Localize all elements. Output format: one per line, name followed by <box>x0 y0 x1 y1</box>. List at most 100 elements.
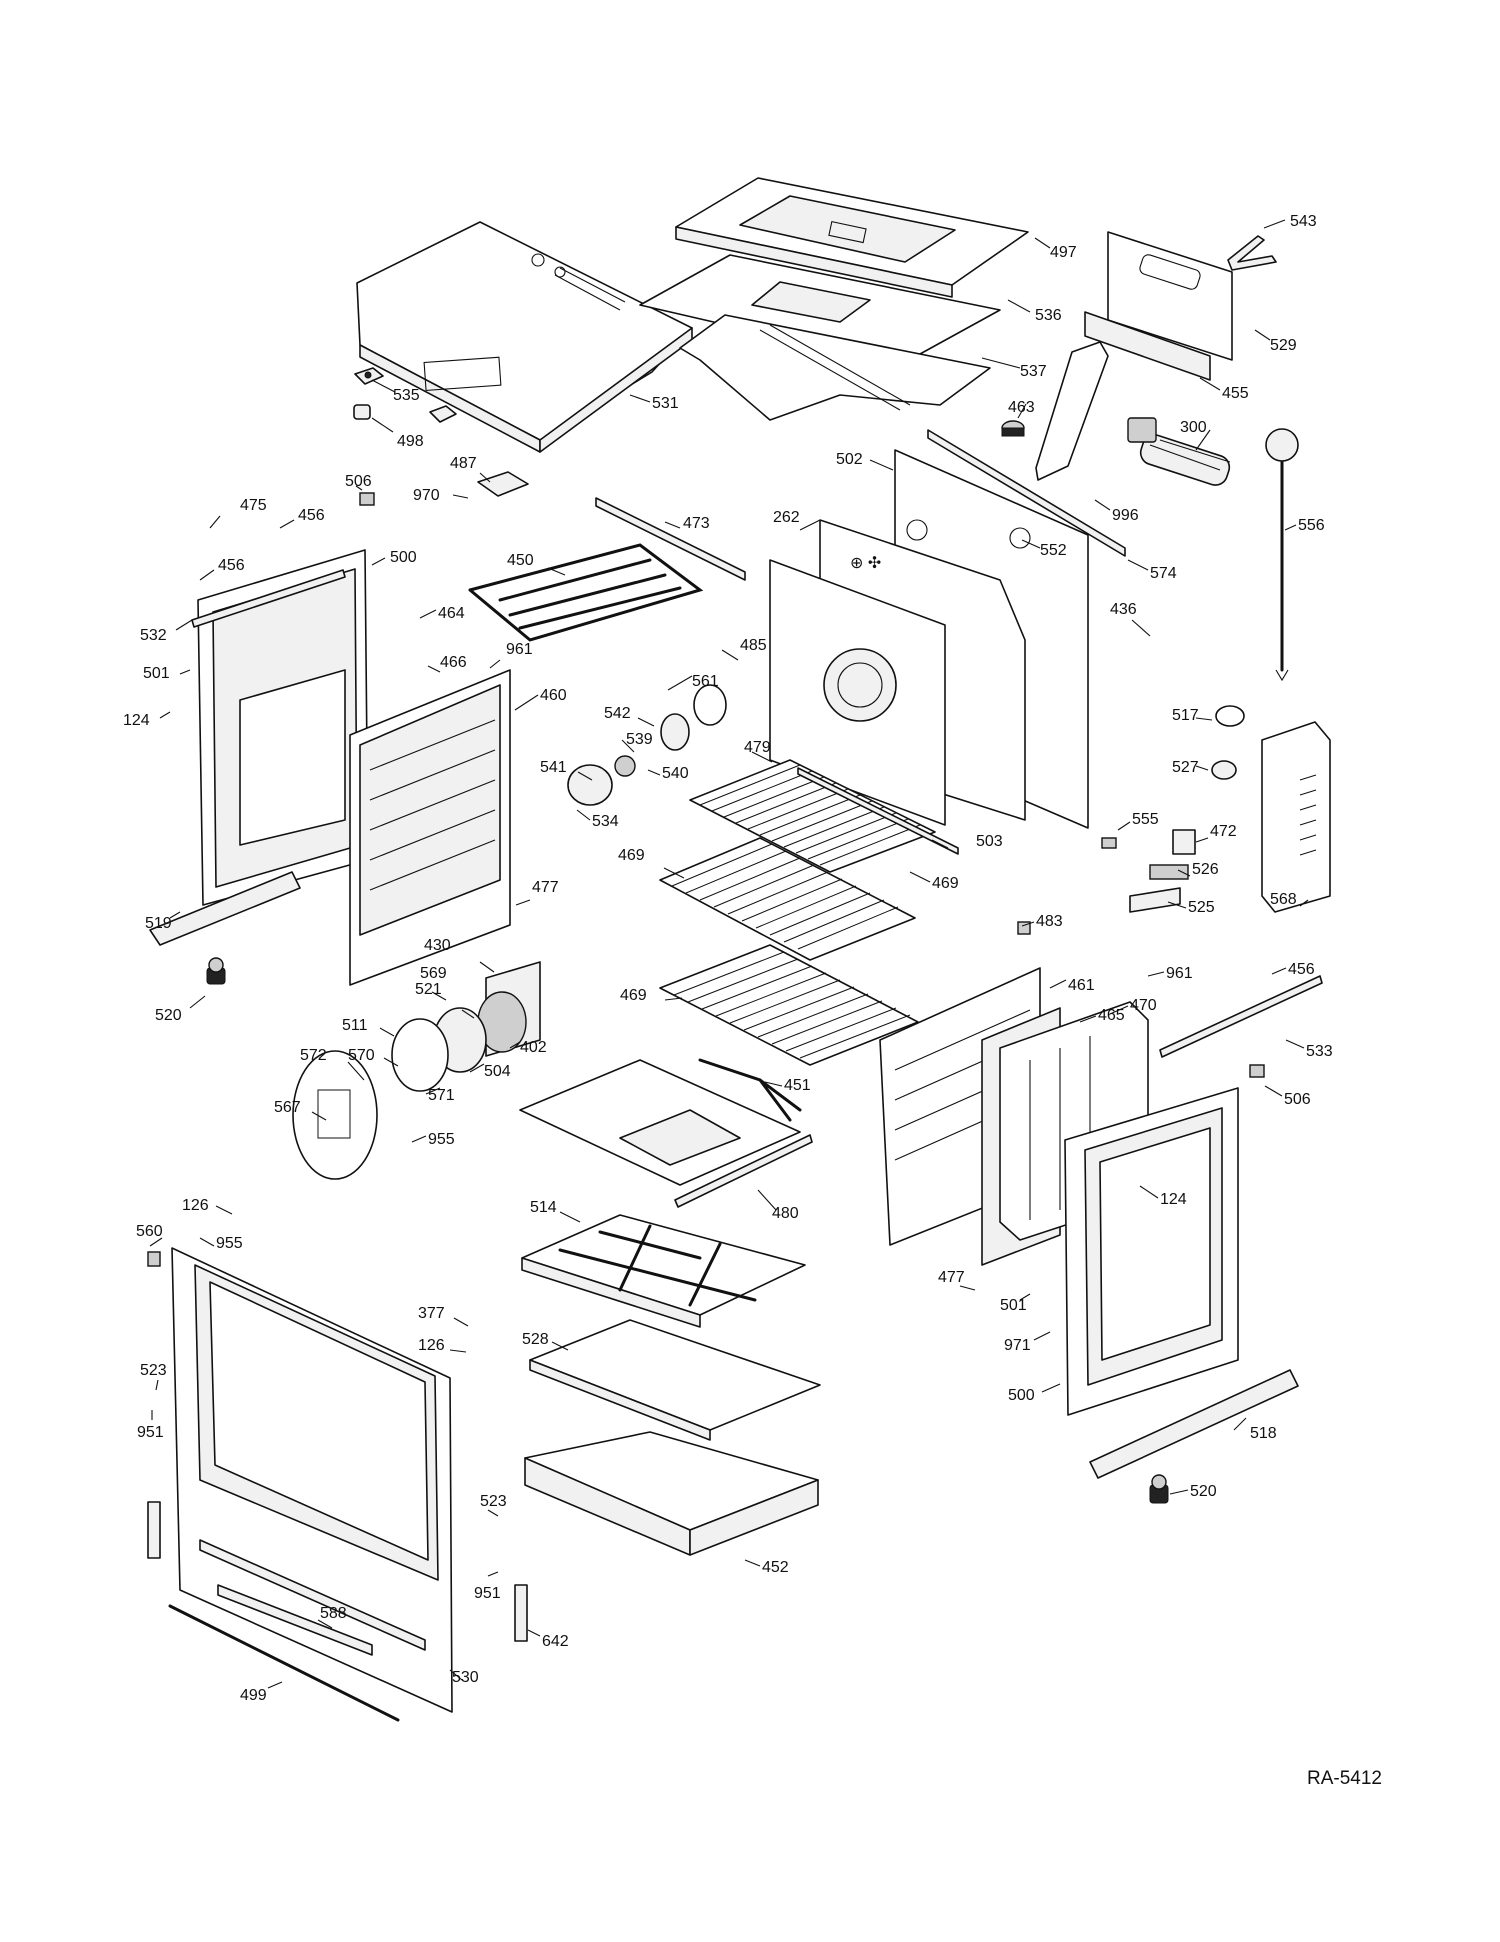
part-label: 126 <box>182 1197 209 1214</box>
part-542-ring <box>660 713 690 751</box>
part-label: 514 <box>530 1199 557 1216</box>
part-label: 552 <box>1040 542 1067 559</box>
part-label: 525 <box>1188 899 1215 916</box>
part-506-clip-right <box>1249 1064 1265 1078</box>
part-531-chassis <box>356 221 693 453</box>
part-500-right-frame <box>1064 1087 1239 1416</box>
part-label: 456 <box>218 557 245 574</box>
part-537-insulation-lower <box>679 314 991 421</box>
svg-text:⊕ ✣: ⊕ ✣ <box>850 555 881 572</box>
part-label: 456 <box>298 507 325 524</box>
part-532-strip <box>191 569 346 628</box>
part-label: 499 <box>240 1687 267 1704</box>
part-label: 487 <box>450 455 477 472</box>
part-label: 124 <box>123 712 150 729</box>
part-label: 464 <box>438 605 465 622</box>
part-label: 497 <box>1050 244 1077 261</box>
part-label: 996 <box>1112 507 1139 524</box>
part-label: 531 <box>652 395 679 412</box>
part-479-rail <box>797 767 959 855</box>
part-label: 498 <box>397 433 424 450</box>
part-506-clip-left <box>359 492 375 506</box>
part-label: 539 <box>626 731 653 748</box>
part-527-lamp-housing <box>1211 760 1237 780</box>
part-567-fan-cover <box>292 1050 378 1180</box>
part-561-gasket <box>693 684 727 726</box>
part-back-liner <box>769 559 946 826</box>
part-label: 377 <box>418 1305 445 1322</box>
part-label: 530 <box>452 1669 479 1686</box>
part-label: 436 <box>1110 601 1137 618</box>
part-label: 469 <box>618 847 645 864</box>
part-label: 560 <box>136 1223 163 1240</box>
part-label: 475 <box>240 497 267 514</box>
part-519-hinge-rail <box>149 871 301 946</box>
part-526-terminal <box>1149 864 1189 880</box>
part-520-leveler-right <box>1149 1474 1169 1504</box>
part-533-strip <box>1159 975 1323 1058</box>
part-label: 480 <box>772 1205 799 1222</box>
part-label: 472 <box>1210 823 1237 840</box>
part-label: 971 <box>1004 1337 1031 1354</box>
part-label: 300 <box>1180 419 1207 436</box>
part-label: 500 <box>1008 1387 1035 1404</box>
part-460-side-rack <box>349 669 511 986</box>
part-530-front-frame <box>171 1247 453 1713</box>
part-label: 533 <box>1306 1043 1333 1060</box>
part-label: 463 <box>1008 399 1035 416</box>
part-label: 506 <box>345 473 372 490</box>
part-483-nut <box>1017 921 1031 935</box>
part-label: 526 <box>1192 861 1219 878</box>
part-label: 500 <box>390 549 417 566</box>
part-label: 537 <box>1020 363 1047 380</box>
part-label: 970 <box>413 487 440 504</box>
part-label: 469 <box>932 875 959 892</box>
part-label: 951 <box>137 1424 164 1441</box>
part-555-clip <box>1101 837 1117 849</box>
part-label: 124 <box>1160 1191 1187 1208</box>
part-label: 535 <box>393 387 420 404</box>
part-label: 961 <box>506 641 533 658</box>
part-label: 501 <box>143 665 170 682</box>
part-label: 483 <box>1036 913 1063 930</box>
part-500-side-frame <box>197 549 369 906</box>
part-469-rack-bottom <box>659 944 919 1066</box>
part-label: 951 <box>474 1585 501 1602</box>
part-label: 588 <box>320 1605 347 1622</box>
part-label: 955 <box>216 1235 243 1252</box>
drawing-id: RA-5412 <box>1307 1768 1382 1789</box>
part-label: 574 <box>1150 565 1177 582</box>
part-label: 555 <box>1132 811 1159 828</box>
part-label: 540 <box>662 765 689 782</box>
part-label: 529 <box>1270 337 1297 354</box>
part-518-hinge-rail <box>1089 1369 1299 1479</box>
part-529-control-bracket <box>1084 231 1233 381</box>
part-535-bracket <box>354 367 384 385</box>
part-label: 567 <box>274 1099 301 1116</box>
part-label: 961 <box>1166 965 1193 982</box>
part-label: 541 <box>540 759 567 776</box>
part-517-lamp <box>1215 705 1245 727</box>
part-451-broil-pan <box>519 1058 802 1186</box>
part-543-bracket <box>1227 235 1277 271</box>
part-label: 517 <box>1172 707 1199 724</box>
part-label: 469 <box>620 987 647 1004</box>
part-568-side-panel <box>1261 721 1331 913</box>
part-labels: 543 497 536 529 537 455 531 535 498 463 … <box>123 213 1333 1704</box>
part-label: 527 <box>1172 759 1199 776</box>
part-label: 571 <box>428 1087 455 1104</box>
part-473-bracket <box>595 497 746 581</box>
part-label: 528 <box>522 1331 549 1348</box>
part-label: 466 <box>440 654 467 671</box>
part-label: 461 <box>1068 977 1095 994</box>
part-label: 568 <box>1270 891 1297 908</box>
part-480-rail <box>674 1134 813 1208</box>
part-label: 456 <box>1288 961 1315 978</box>
part-520-leveler <box>206 957 226 985</box>
part-label: 126 <box>418 1337 445 1354</box>
part-label: 519 <box>145 915 172 932</box>
part-label: 572 <box>300 1047 327 1064</box>
part-label: 477 <box>938 1269 965 1286</box>
part-label: 452 <box>762 1559 789 1576</box>
